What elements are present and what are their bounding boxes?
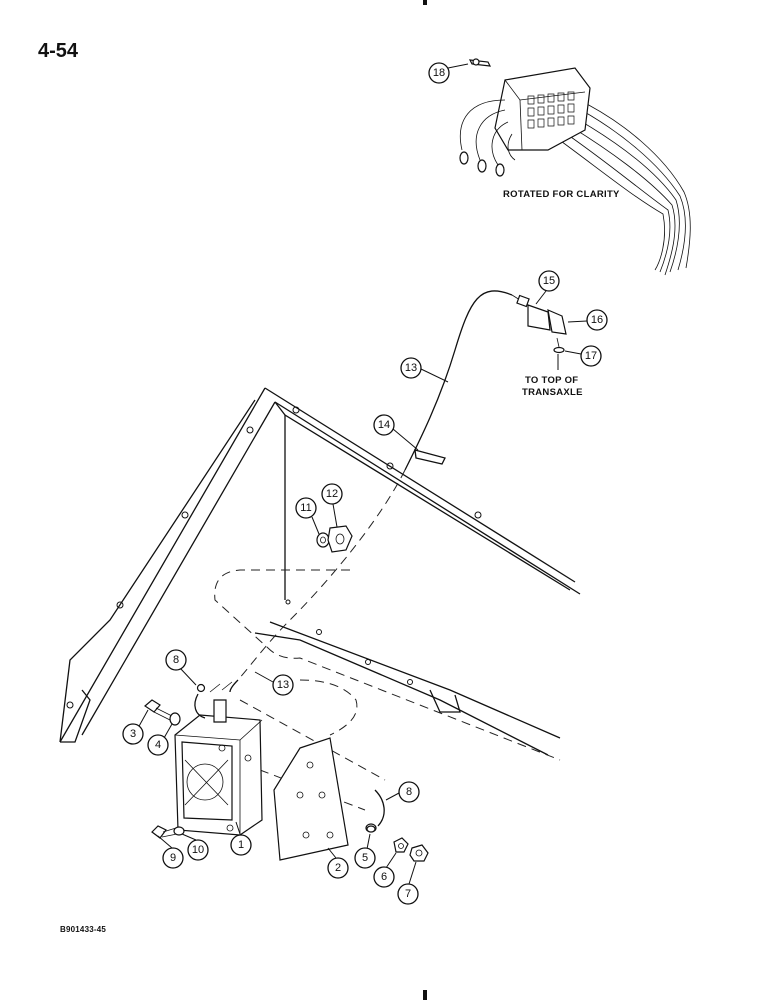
callout-1: 1 bbox=[230, 834, 252, 856]
callout-11: 11 bbox=[295, 497, 317, 519]
svg-text:11: 11 bbox=[300, 502, 311, 514]
callout-2: 2 bbox=[327, 857, 349, 879]
connector-inset bbox=[459, 58, 691, 276]
fender-panel bbox=[59, 387, 581, 756]
svg-text:8: 8 bbox=[173, 654, 179, 666]
mounting-plate bbox=[273, 737, 349, 861]
ground-strap-lower bbox=[374, 789, 385, 827]
box-assembly bbox=[174, 681, 263, 836]
callout-5: 5 bbox=[354, 847, 376, 869]
svg-text:14: 14 bbox=[378, 419, 390, 431]
svg-text:4: 4 bbox=[155, 739, 161, 751]
callout-8-lower: 8 bbox=[398, 781, 420, 803]
harness-13-end bbox=[229, 679, 239, 693]
svg-text:2: 2 bbox=[335, 862, 341, 874]
rotated-note: ROTATED FOR CLARITY bbox=[503, 189, 620, 200]
callouts: 18 15 16 17 13 14 11 12 8 13 3 4 bbox=[122, 62, 608, 905]
callout-7: 7 bbox=[397, 883, 419, 905]
ground-strap-upper bbox=[194, 693, 206, 719]
svg-text:17: 17 bbox=[585, 350, 597, 362]
register-mark-bottom bbox=[423, 990, 427, 1000]
callout-13-lower: 13 bbox=[272, 674, 294, 696]
callout-3: 3 bbox=[122, 723, 144, 745]
svg-text:10: 10 bbox=[192, 844, 204, 856]
callout-12: 12 bbox=[321, 483, 343, 505]
transaxle-note-line1: TO TOP OF bbox=[525, 375, 579, 386]
hidden-outline bbox=[214, 569, 561, 761]
harness-13-upper bbox=[404, 290, 513, 471]
callout-14: 14 bbox=[373, 414, 395, 436]
callout-6: 6 bbox=[373, 866, 395, 888]
harness-13-hidden bbox=[237, 469, 406, 681]
hidden-line-bracket-bottom bbox=[259, 769, 366, 811]
callout-15: 15 bbox=[538, 270, 560, 292]
svg-text:3: 3 bbox=[130, 728, 136, 740]
callout-16: 16 bbox=[586, 309, 608, 331]
svg-text:15: 15 bbox=[543, 275, 555, 287]
svg-text:13: 13 bbox=[277, 679, 289, 691]
svg-text:8: 8 bbox=[406, 786, 412, 798]
svg-text:13: 13 bbox=[405, 362, 417, 374]
svg-text:7: 7 bbox=[405, 888, 411, 900]
callout-18: 18 bbox=[428, 62, 450, 84]
callout-10: 10 bbox=[187, 839, 209, 861]
svg-text:9: 9 bbox=[170, 852, 176, 864]
svg-text:16: 16 bbox=[591, 314, 603, 326]
temperature-sender bbox=[511, 294, 567, 354]
svg-text:18: 18 bbox=[433, 67, 445, 79]
callout-4: 4 bbox=[147, 734, 169, 756]
fasteners bbox=[144, 699, 429, 862]
callout-9: 9 bbox=[162, 847, 184, 869]
hidden-line-bracket-top bbox=[239, 699, 386, 781]
svg-text:5: 5 bbox=[362, 852, 368, 864]
callout-13-upper: 13 bbox=[400, 357, 422, 379]
nut-washer-11-12 bbox=[316, 525, 353, 553]
register-mark-top bbox=[423, 0, 427, 5]
transaxle-note-line2: TRANSAXLE bbox=[522, 387, 583, 398]
callout-8-upper: 8 bbox=[165, 649, 187, 671]
page-number: 4-54 bbox=[38, 40, 79, 62]
figure-code: B901433-45 bbox=[60, 925, 107, 934]
svg-text:1: 1 bbox=[238, 839, 244, 851]
callout-17: 17 bbox=[580, 345, 602, 367]
svg-text:12: 12 bbox=[326, 488, 338, 500]
harness-clip bbox=[414, 449, 446, 465]
svg-text:6: 6 bbox=[381, 871, 387, 883]
hidden-outline-2 bbox=[299, 679, 358, 736]
